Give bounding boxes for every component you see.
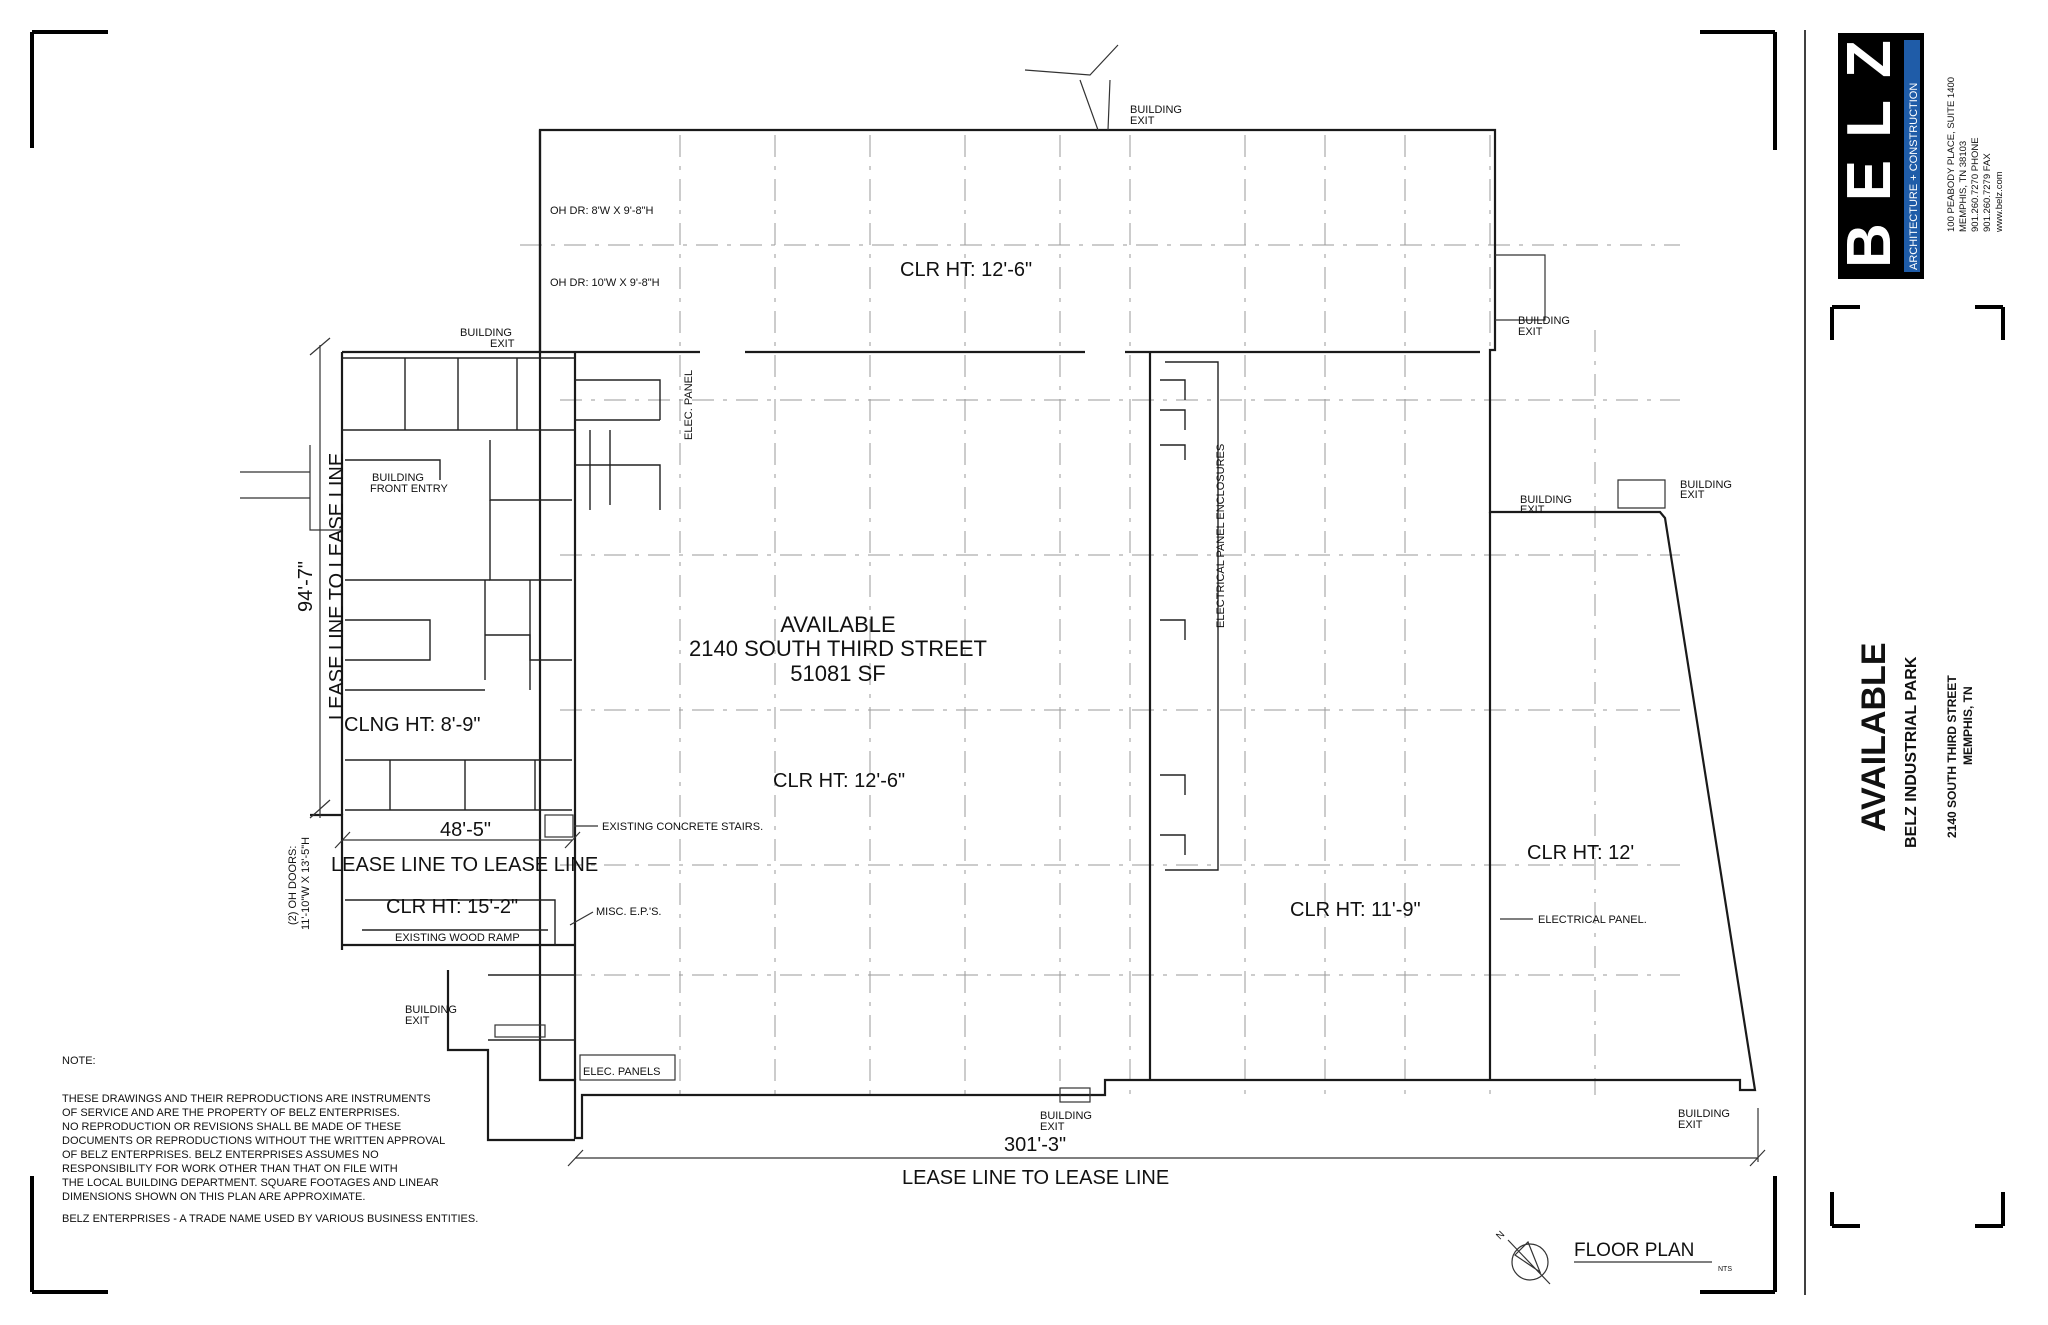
floor-plan-title: FLOOR PLAN [1574,1240,1694,1261]
north-arrow-icon [1511,1243,1549,1281]
depth-dimension-label: LEASE LINE TO LEASE LINE [326,453,348,720]
note-line: OF BELZ ENTERPRISES. BELZ ENTERPRISES AS… [62,1149,379,1161]
address-line: 100 PEABODY PLACE, SUITE 1400 [1946,77,1957,232]
building-exit-label: BUILDING [1040,1110,1092,1122]
building-exit-label: EXIT [1040,1121,1065,1133]
ceiling-height-office: CLNG HT: 8'-9" [344,714,481,736]
belz-logo-band [1904,40,1920,272]
north-label: N [1494,1229,1507,1242]
note-line: THE LOCAL BUILDING DEPARTMENT. SQUARE FO… [62,1177,439,1189]
stairs [544,814,1091,1103]
elec-panels-label: ELEC. PANELS [583,1066,660,1078]
electrical-enclosures-label: ELECTRICAL PANEL ENCLOSURES [1215,444,1227,628]
note-line: NO REPRODUCTION OR REVISIONS SHALL BE MA… [62,1121,401,1133]
dimensions: 94'-7" LEASE LINE TO LEASE LINE 48'-5" L… [295,337,1766,1189]
elec-panel-label: ELEC. PANEL [683,370,695,440]
oh-door-label-1: OH DR: 8'W X 9'-8"H [550,205,654,217]
building-exit-label: EXIT [1678,1119,1703,1131]
title-block: BELZ ARCHITECTURE + CONSTRUCTION 100 PEA… [1804,18,2005,1295]
building-exit-label: BUILDING [1520,494,1572,506]
oh-doors-dock-label: 11'-10"W X 13'-5"H [300,837,312,930]
building-walls [310,128,1757,1142]
available-area: 51081 SF [790,661,885,686]
note-line: RESPONSIBILITY FOR WORK OTHER THAN THAT … [62,1163,398,1175]
oh-doors-dock-label: (2) OH DOORS: [287,846,299,925]
available-title: AVAILABLE [780,612,895,637]
address-line: 901.260.7279 FAX [1982,153,1993,232]
building-exit-label: EXIT [490,338,515,350]
electrical-panel-label: ELECTRICAL PANEL. [1538,914,1647,926]
building-exit-label: EXIT [1130,115,1155,127]
clear-height-right: CLR HT: 11'-9" [1290,899,1421,921]
address-line: MEMPHIS, TN 38103 [1958,141,1969,232]
note-line: DIMENSIONS SHOWN ON THIS PLAN ARE APPROX… [62,1191,365,1203]
project-title: AVAILABLE [1855,642,1893,832]
office-width-dimension: 48'-5" [440,819,491,841]
total-width-dimension: 301'-3" [1004,1134,1066,1156]
building-exit-label: EXIT [1680,489,1705,501]
project-address-1: 2140 SOUTH THIRD STREET [1945,675,1959,838]
project-address-2: MEMPHIS, TN [1961,686,1975,765]
note-line: OF SERVICE AND ARE THE PROPERTY OF BELZ … [62,1107,400,1119]
depth-dimension: 94'-7" [295,561,317,612]
address-line: 901.260.7270 PHONE [1970,137,1981,232]
belz-logo-text: BELZ [1835,18,1904,268]
available-address: 2140 SOUTH THIRD STREET [689,636,987,661]
notes-heading: NOTE: [62,1055,96,1067]
building-exit-label: BUILDING [1130,104,1182,116]
electrical-enclosures [1160,361,1219,871]
notes-footer: BELZ ENTERPRISES - A TRADE NAME USED BY … [62,1213,478,1225]
front-entry-label: FRONT ENTRY [370,483,448,495]
restroom-core [488,974,676,1081]
building-exit-label: BUILDING [1680,479,1732,491]
note-line: DOCUMENTS OR REPRODUCTIONS WITHOUT THE W… [62,1135,445,1147]
belz-tagline: ARCHITECTURE + CONSTRUCTION [1908,83,1920,270]
office-rooms [342,357,661,945]
crop-marks [30,30,1777,1294]
top-exit-canopy [1024,44,1119,131]
building-exit-label: BUILDING [1678,1108,1730,1120]
plan-labels: OH DR: 8'W X 9'-8"H OH DR: 10'W X 9'-8"H… [287,104,1732,1133]
clear-height-far-right: CLR HT: 12' [1527,842,1634,864]
wood-ramp-label: EXISTING WOOD RAMP [395,932,520,944]
building-exit-label: EXIT [1518,326,1543,338]
belz-address: 100 PEABODY PLACE, SUITE 1400 MEMPHIS, T… [1946,77,2005,233]
note-line: THESE DRAWINGS AND THEIR REPRODUCTIONS A… [62,1093,431,1105]
clear-height-top: CLR HT: 12'-6" [900,259,1032,281]
total-width-dimension-label: LEASE LINE TO LEASE LINE [902,1167,1169,1189]
address-line: www.belz.com [1994,171,2005,233]
building-exit-label: BUILDING [1518,315,1570,327]
existing-stairs-label: EXISTING CONCRETE STAIRS. [602,821,763,833]
building-exit-label: EXIT [1520,504,1545,516]
column-grid [520,135,1680,1095]
building-exit-label: BUILDING [405,1004,457,1016]
clear-height-dock: CLR HT: 15'-2" [386,896,518,918]
office-width-dimension-label: LEASE LINE TO LEASE LINE [331,854,598,876]
available-label: AVAILABLE 2140 SOUTH THIRD STREET 51081 … [689,612,987,686]
front-entry-walk [240,445,342,531]
misc-eps-label: MISC. E.P.'S. [596,906,661,918]
front-entry-label: BUILDING [372,472,424,484]
project-subtitle: BELZ INDUSTRIAL PARK [1903,656,1920,848]
building-exit-label: EXIT [405,1015,430,1027]
oh-door-label-2: OH DR: 10'W X 9'-8"H [550,277,660,289]
building-exit-label: BUILDING [460,327,512,339]
notes: NOTE: THESE DRAWINGS AND THEIR REPRODUCT… [62,1055,478,1225]
clear-height-labels: CLR HT: 12'-6" CLR HT: 12'-6" CLR HT: 11… [344,259,1634,921]
clear-height-center: CLR HT: 12'-6" [773,770,905,792]
sheet-title: N FLOOR PLAN NTS [1494,1229,1732,1285]
scale-label: NTS [1718,1266,1732,1273]
